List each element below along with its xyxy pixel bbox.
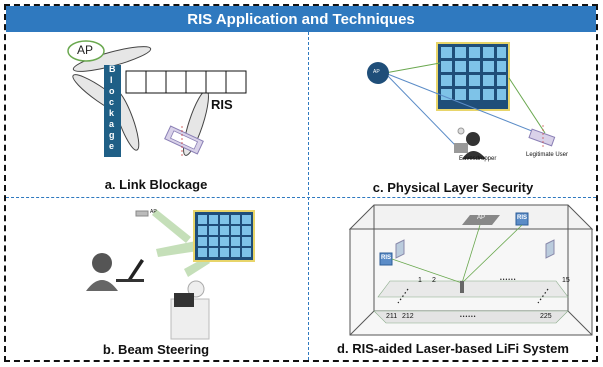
- link-blockage-diagram: [67, 40, 247, 157]
- user-at-desk: [170, 280, 210, 340]
- figure-frame: RIS Application and Techniques: [4, 4, 598, 362]
- grid-dots: [397, 288, 549, 304]
- blockage-wall: [104, 65, 121, 157]
- ris-left-label: RIS: [381, 255, 392, 261]
- ap-device-label: AP: [150, 209, 157, 215]
- ris-cells: [441, 47, 506, 100]
- receiver-device: [164, 125, 204, 155]
- index-225: 225: [540, 313, 552, 320]
- blockage-letter: g: [109, 130, 115, 140]
- ap-to-eavesdropper-link: [384, 72, 456, 146]
- panel-link-blockage: AP B l o c k a g e RIS a. Link Blockage: [6, 33, 306, 196]
- eavesdropper-figure: [454, 127, 486, 159]
- index-212: 212: [402, 313, 414, 320]
- receiver-device: [460, 281, 464, 293]
- beam-ris-to-laptop: [156, 241, 198, 257]
- left-wall-emitter: [395, 239, 405, 259]
- laser-lifi-diagram: [348, 204, 594, 336]
- blockage-letter: e: [109, 141, 115, 151]
- horizontal-divider: [6, 197, 596, 198]
- beam-steering-diagram: [86, 209, 255, 340]
- beam-ris-left-to-rx: [391, 258, 463, 284]
- ap-node: [367, 62, 389, 84]
- ap-ceiling-panel: [462, 215, 500, 225]
- beam-ap-to-rx: [461, 224, 481, 284]
- dots-row-top: ••••••: [500, 277, 517, 283]
- blockage-letter: l: [110, 75, 113, 85]
- index-211: 211: [386, 313, 398, 320]
- caption-link-blockage: a. Link Blockage: [104, 177, 208, 192]
- ap-node-label: AP: [373, 69, 380, 75]
- index-15: 15: [562, 277, 570, 284]
- ris-cells: [198, 215, 251, 257]
- vertical-divider: [308, 32, 309, 360]
- ris-label: RIS: [211, 97, 233, 112]
- panel-beam-steering: AP b. Beam Steering: [6, 199, 306, 360]
- receiver-plane: [373, 280, 569, 324]
- ap-device: [135, 210, 149, 217]
- ris-top-label: RIS: [517, 215, 528, 221]
- blockage-letter: B: [109, 64, 116, 74]
- ap-to-ris-link: [384, 62, 441, 74]
- right-wall-emitter: [545, 239, 555, 259]
- ap-ceiling-label: AP: [477, 215, 486, 221]
- beam-ris-to-rx: [461, 224, 523, 284]
- blockage-letter: a: [109, 119, 115, 129]
- physical-layer-security-diagram: [367, 42, 556, 159]
- index-1: 1: [418, 277, 422, 284]
- ris-to-user-link: [508, 77, 546, 134]
- user-with-laptop: [86, 253, 144, 291]
- ap-ellipse: [67, 40, 105, 62]
- beam-ap-to-ris: [152, 209, 191, 243]
- dots-row-bottom: ••••••: [460, 314, 477, 320]
- ris-strip: [125, 70, 247, 94]
- ap-to-user-link: [384, 72, 543, 136]
- caption-laser-lifi-system: d. RIS-aided Laser-based LiFi System: [337, 341, 569, 356]
- blockage-letter: k: [109, 108, 115, 118]
- legitimate-user-label: Legitimate User: [526, 152, 569, 158]
- panel-laser-lifi-system: AP RIS RIS 1 2 •••••• 15 211 212 •••••• …: [310, 199, 596, 360]
- index-2: 2: [432, 277, 436, 284]
- figure-title: RIS Application and Techniques: [6, 6, 596, 32]
- blockage-letter: c: [109, 97, 115, 107]
- caption-beam-steering: b. Beam Steering: [102, 342, 210, 357]
- caption-physical-layer-security: c. Physical Layer Security: [372, 180, 534, 195]
- eavesdropper-label: Eavesdropper: [459, 156, 497, 162]
- ap-label: AP: [77, 43, 94, 57]
- blockage-letter: o: [109, 86, 115, 96]
- panel-physical-layer-security: AP Eavesdropper Legitimate User c. Physi…: [310, 33, 596, 196]
- legitimate-user-device: [528, 128, 556, 147]
